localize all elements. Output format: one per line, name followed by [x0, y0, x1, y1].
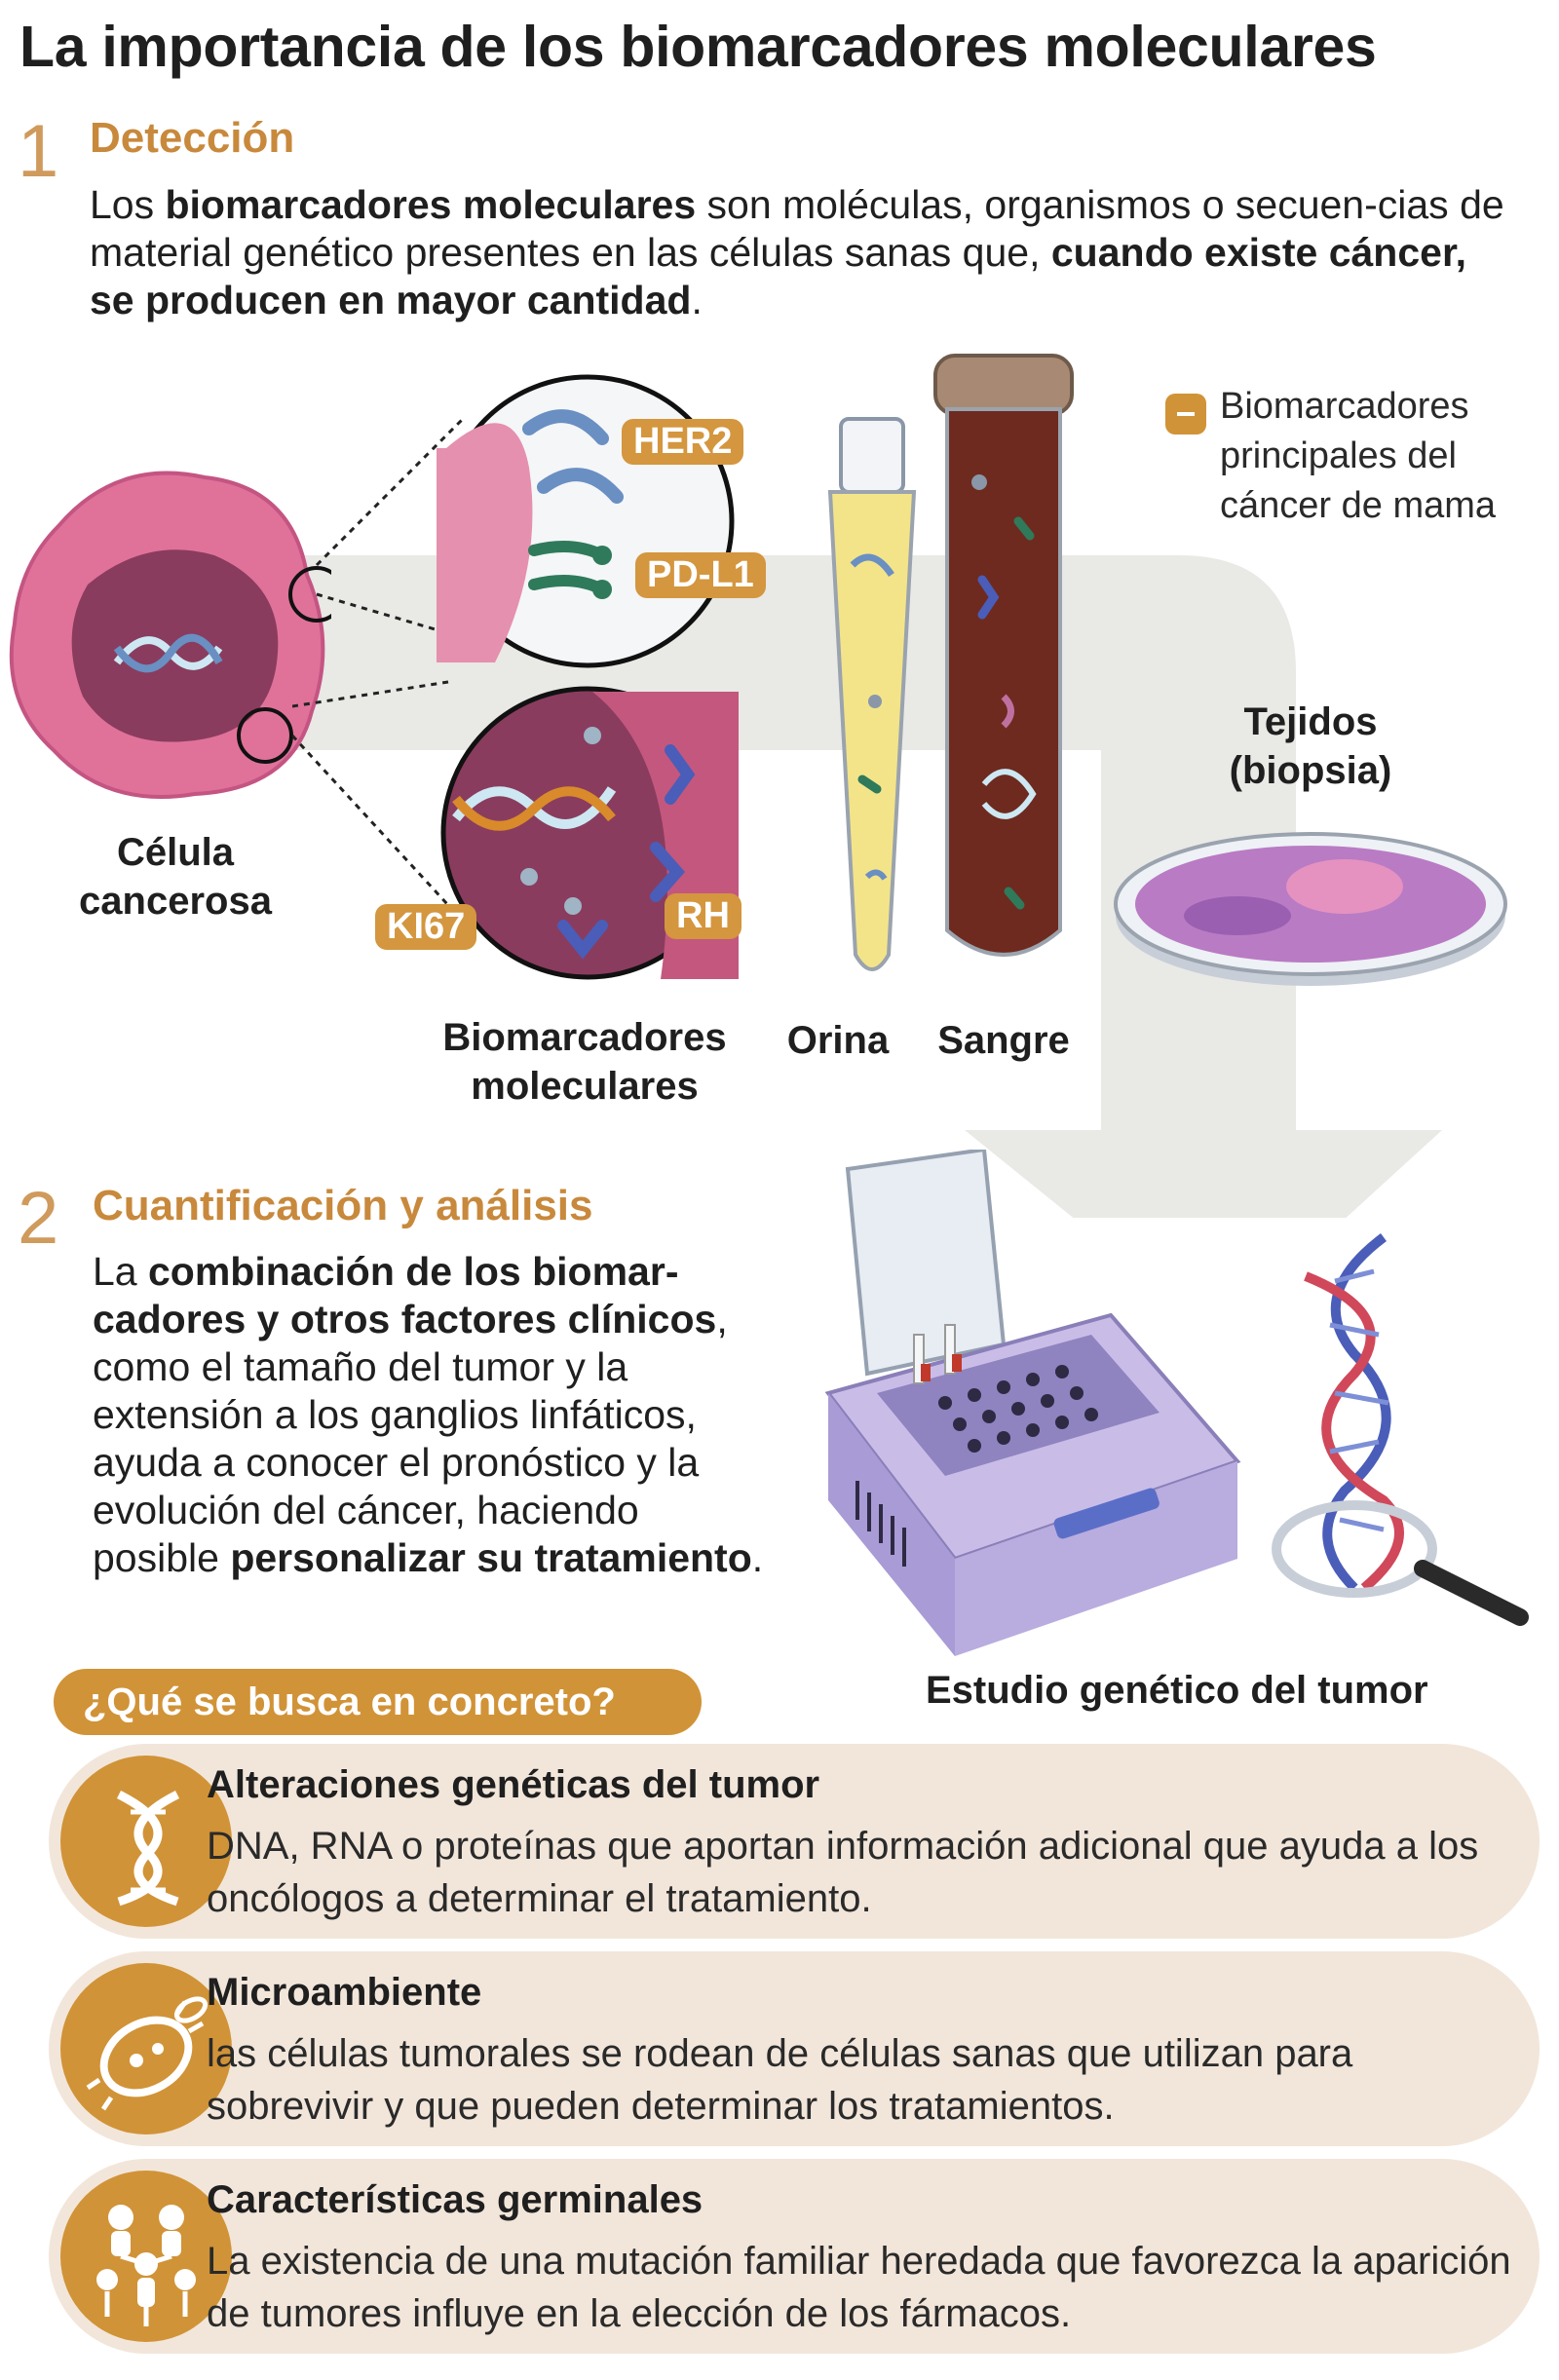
- genetic-study-label: Estudio genético del tumor: [926, 1669, 1428, 1712]
- step-2-number: 2: [18, 1177, 59, 1260]
- pdl1-tag: PD-L1: [635, 552, 766, 598]
- dna-magnifier-illustration: [1272, 1233, 1529, 1626]
- card-text: las células tumorales se rodean de célul…: [207, 2032, 1353, 2128]
- urine-label: Orina: [786, 1019, 890, 1062]
- blood-label: Sangre: [937, 1019, 1070, 1062]
- tissue-label: Tejidos (biopsia): [1229, 700, 1392, 792]
- her2-tag: HER2: [622, 419, 744, 465]
- blood-tube: [933, 354, 1074, 957]
- card-title: Características germinales: [207, 2178, 703, 2221]
- rh-tag: RH: [665, 893, 741, 939]
- bacteria-icon: [60, 1963, 232, 2134]
- page-title: La importancia de los biomarcadores mole…: [19, 15, 1377, 79]
- step-1-text: Los biomarcadores moleculares son molécu…: [90, 182, 1504, 322]
- zoom-lines: [292, 417, 465, 918]
- card-text: DNA, RNA o proteínas que aportan informa…: [207, 1825, 1479, 1920]
- card-text: La existencia de una mutación familiar h…: [207, 2240, 1511, 2335]
- cancer-cell-illustration: [9, 471, 331, 799]
- card-title: Alteraciones genéticas del tumor: [207, 1763, 820, 1806]
- dna-icon: [60, 1756, 232, 1927]
- sequencer-machine: [824, 1150, 1241, 1656]
- card-germline: Características germinales La existencia…: [49, 2159, 1540, 2354]
- ki67-tag: KI67: [375, 904, 477, 950]
- legend-text: Biomarcadores principales del cáncer de …: [1220, 386, 1497, 526]
- card-title: Microambiente: [207, 1971, 482, 2014]
- card-genetic-alterations: Alteraciones genéticas del tumor DNA, RN…: [49, 1744, 1540, 1939]
- step-2-title: Cuantificación y análisis: [93, 1182, 593, 1229]
- step-1-number: 1: [18, 110, 59, 193]
- family-tree-icon: [60, 2171, 232, 2342]
- petri-dish-tissue: [1114, 832, 1507, 986]
- membrane-zoom-circle: [437, 374, 735, 668]
- step-1-title: Detección: [90, 114, 295, 162]
- cancer-cell-label: Célula cancerosa: [79, 831, 272, 923]
- question-pill: ¿Qué se busca en concreto?: [54, 1669, 702, 1735]
- biomarkers-label: Biomarcadores moleculares: [442, 1016, 727, 1108]
- urine-tube: [827, 417, 917, 971]
- legend-swatch: [1165, 394, 1206, 434]
- card-microenvironment: Microambiente las células tumorales se r…: [49, 1951, 1540, 2146]
- step-2-text: La combinación de los biomar-cadores y o…: [93, 1249, 764, 1580]
